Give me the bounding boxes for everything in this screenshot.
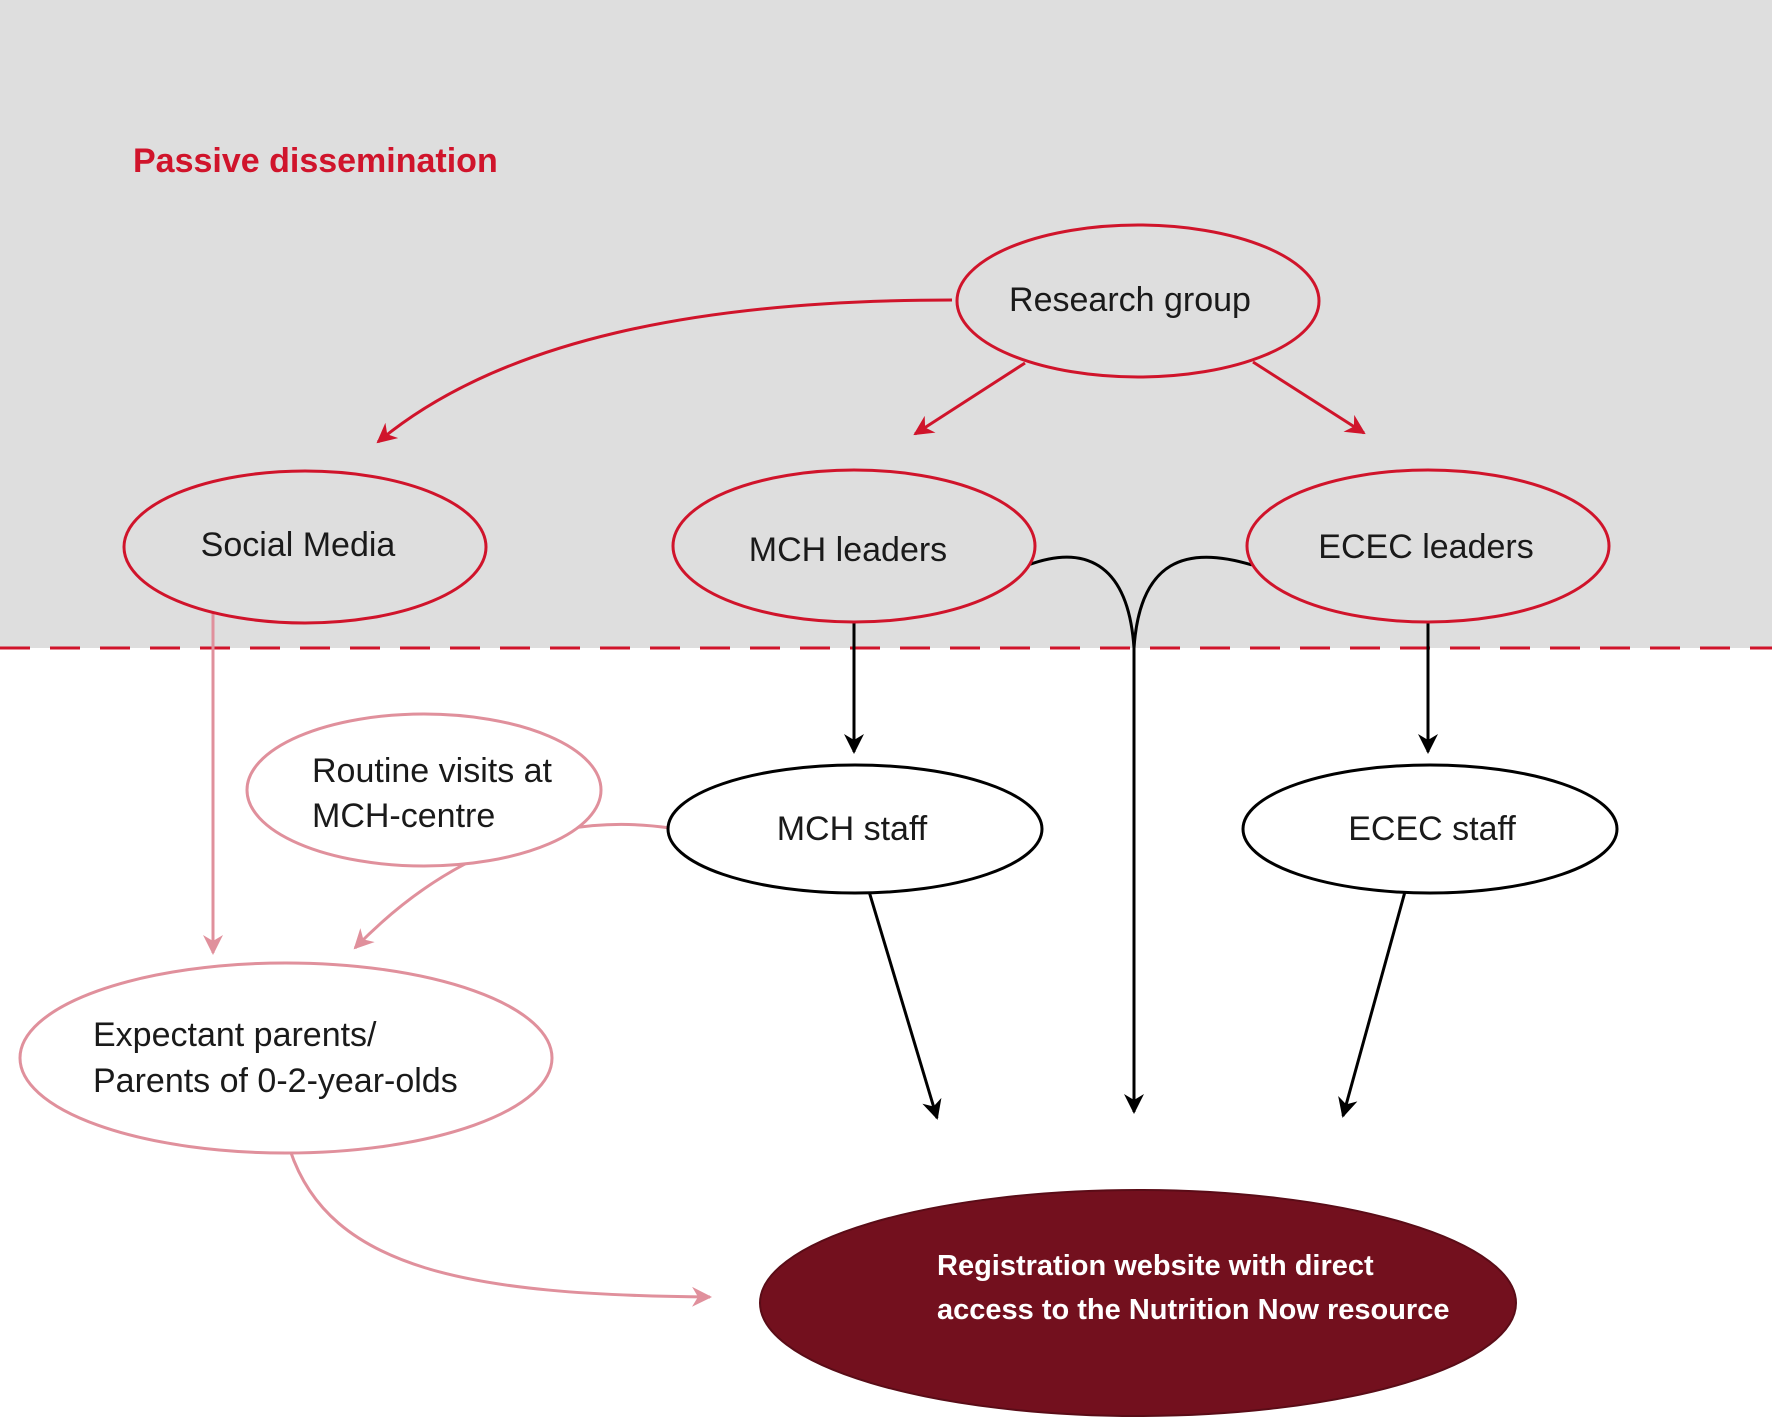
arrow-research-to-social-media [376, 298, 953, 444]
node-ecec-staff-label: ECEC staff [1348, 810, 1516, 848]
node-research-group-label: Research group [1009, 281, 1251, 319]
node-mch-leaders-label: MCH leaders [749, 531, 947, 569]
node-parents-label-line1: Expectant parents/ [93, 1016, 377, 1054]
arrow-ecec-staff-to-registration [1338, 887, 1408, 1118]
arrow-research-to-mch-leaders [913, 361, 1026, 436]
node-ecec-staff: ECEC staff [1241, 763, 1619, 895]
connector-ecec-leaders-merge [1132, 555, 1253, 649]
node-social-media-label: Social Media [201, 526, 396, 564]
node-registration-website: Registration website with direct access … [759, 1189, 1517, 1417]
node-registration-label-line1: Registration website with direct [937, 1250, 1374, 1282]
connector-mch-leaders-merge [1027, 555, 1136, 649]
arrow-mch-staff-to-registration [866, 887, 942, 1120]
node-ecec-leaders: ECEC leaders [1245, 468, 1611, 624]
node-mch-staff: MCH staff [666, 763, 1044, 895]
arrow-research-to-ecec-leaders [1252, 360, 1366, 435]
passive-dissemination-label: Passive dissemination [133, 142, 498, 180]
node-routine-visits-label-line2: MCH-centre [312, 797, 495, 835]
node-research-group: Research group [955, 223, 1321, 379]
node-routine-visits: Routine visits at MCH-centre [245, 712, 603, 868]
node-ecec-leaders-label: ECEC leaders [1318, 528, 1533, 566]
node-parents-label-line2: Parents of 0-2-year-olds [93, 1062, 458, 1100]
arrow-parents-to-registration [288, 1149, 712, 1307]
node-parents: Expectant parents/ Parents of 0-2-year-o… [18, 961, 554, 1155]
node-mch-staff-label: MCH staff [777, 810, 928, 848]
node-mch-leaders: MCH leaders [671, 468, 1037, 624]
node-routine-visits-label-line1: Routine visits at [312, 752, 553, 790]
node-registration-label-line2: access to the Nutrition Now resource [937, 1294, 1449, 1326]
node-social-media: Social Media [122, 469, 488, 625]
